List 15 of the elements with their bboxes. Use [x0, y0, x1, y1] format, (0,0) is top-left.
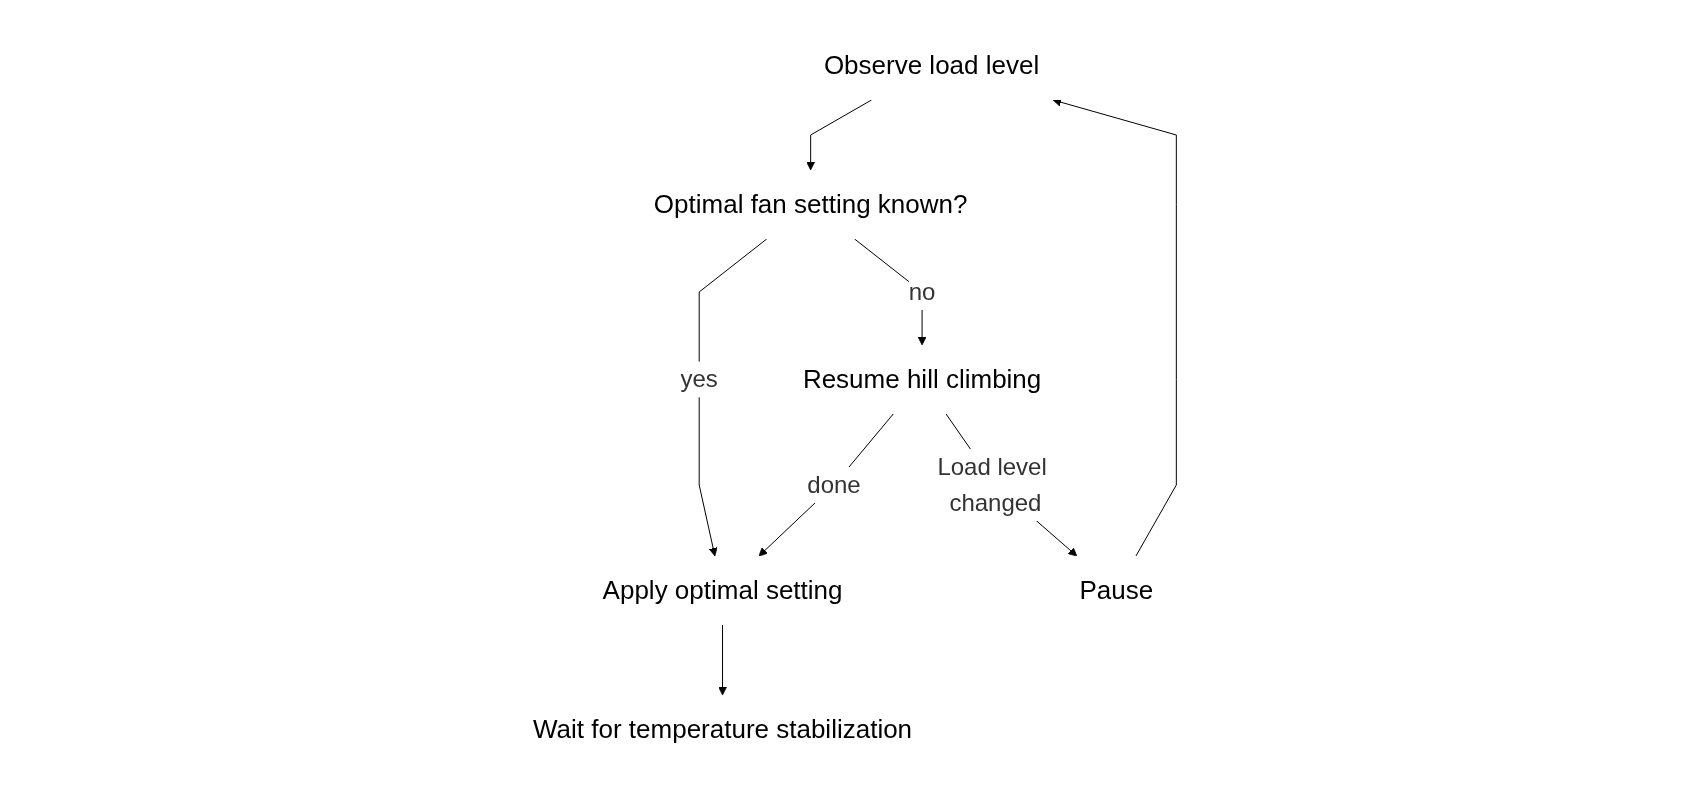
arrow: [759, 413, 895, 556]
arrow: [718, 624, 728, 695]
node-text: Resume hill climbing: [803, 363, 1042, 394]
edge-label: Load level changed: [937, 452, 1048, 516]
node-text: Apply optimal setting: [602, 574, 843, 605]
node-text: Observe load level: [824, 49, 1040, 80]
edge-label: done: [807, 470, 862, 498]
node-text: Optimal fan setting known?: [654, 188, 968, 219]
edge-label: no: [909, 277, 936, 305]
node-text: Pause: [1079, 574, 1154, 605]
arrow: [699, 238, 768, 556]
node-text: Wait for temperature stabilization: [533, 713, 913, 744]
arrow: [806, 99, 873, 170]
edge-label: yes: [680, 364, 719, 392]
arrow: [1053, 97, 1178, 556]
